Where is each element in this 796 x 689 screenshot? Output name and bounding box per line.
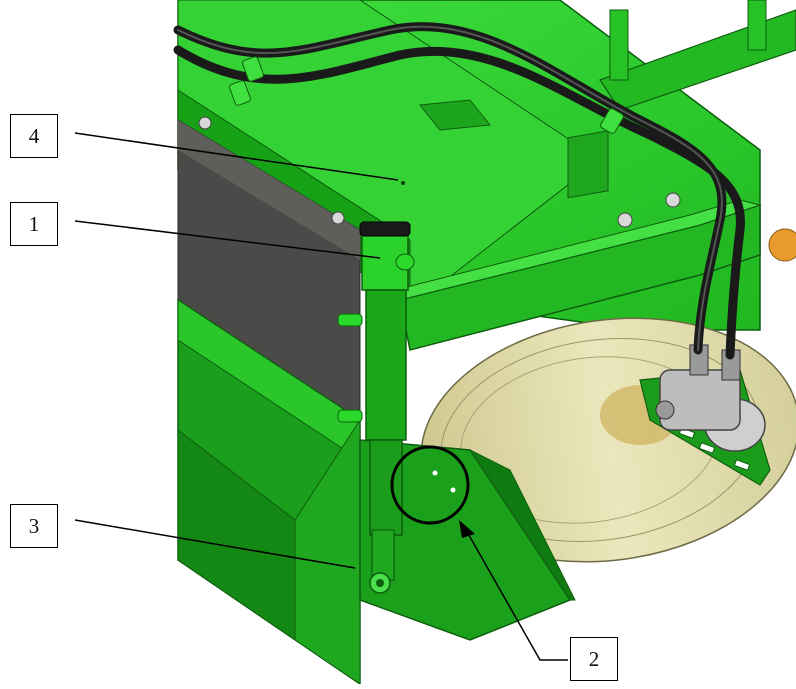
callout-1: 1: [10, 202, 58, 246]
callout-4: 4: [10, 114, 58, 158]
hydraulic-motor: [655, 344, 766, 452]
callout-3: 3: [10, 504, 58, 548]
leader-lines: [74, 132, 568, 661]
leader-2-arrowhead: [459, 520, 475, 538]
hydraulic-hoses: [173, 21, 745, 360]
callout-3-label: 3: [28, 513, 40, 538]
callout-1-label: 1: [28, 211, 40, 236]
leader-3: [74, 519, 356, 569]
upper-frame: [419, 0, 796, 131]
leader-2: [465, 529, 568, 661]
detail-circle: [390, 445, 470, 525]
leader-4: [74, 132, 399, 181]
callout-2-label: 2: [588, 646, 600, 671]
lower-guard: [177, 298, 576, 686]
callout-4-label: 4: [28, 123, 40, 148]
height-adjuster: [337, 221, 415, 594]
bolts: [198, 116, 681, 228]
leader-1: [74, 220, 381, 259]
callout-2: 2: [570, 637, 618, 681]
